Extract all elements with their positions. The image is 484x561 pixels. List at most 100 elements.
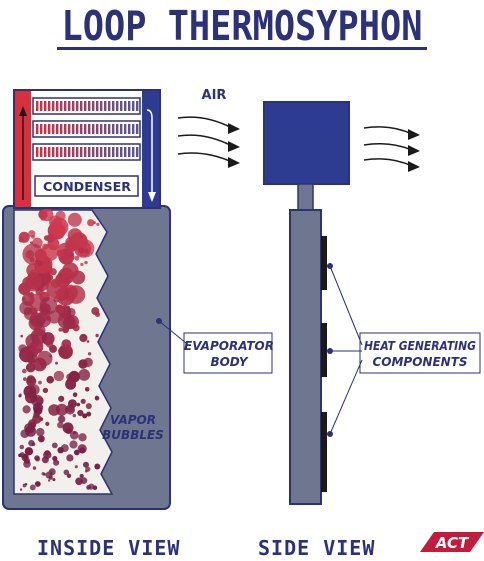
vapor-bubble: [57, 415, 66, 423]
condenser-fin: [56, 101, 59, 111]
condenser-fin: [112, 101, 115, 111]
condenser-fin: [104, 147, 107, 157]
vapor-bubble: [42, 243, 49, 250]
condenser-fin: [68, 124, 71, 134]
condenser-fin: [84, 101, 87, 111]
condenser-fin: [100, 124, 103, 134]
vapor-bubble: [79, 235, 84, 239]
condenser-fin: [56, 124, 59, 134]
condenser-fin: [40, 147, 43, 157]
condenser-fin: [68, 147, 71, 157]
condenser-fin: [80, 147, 83, 157]
condenser-fin: [112, 147, 115, 157]
condenser-fin: [40, 124, 43, 134]
condenser-fin: [44, 101, 47, 111]
condenser-fin: [96, 101, 99, 111]
condenser-fin: [104, 124, 107, 134]
evaporator-label-line1: EVAPORATOR: [184, 339, 274, 353]
vapor-bubble: [18, 394, 22, 398]
heat-marker-dot: [327, 263, 333, 269]
vapor-bubble: [39, 437, 43, 442]
logo-red-mark: [420, 532, 484, 552]
vapor-bubbles: [18, 208, 101, 491]
heat-label-line2: COMPONENTS: [372, 355, 467, 369]
side-view-caption: SIDE VIEW: [258, 536, 376, 560]
condenser-fin: [72, 147, 75, 157]
vapor-bubble: [49, 268, 57, 276]
vapor-bubble: [57, 447, 64, 454]
vapor-bubble: [84, 248, 89, 254]
vapor-label-line2: BUBBLES: [102, 428, 164, 442]
vapor-bubble: [19, 452, 25, 458]
condenser-label-box: [34, 175, 139, 197]
air-arrow-icon: [228, 157, 240, 168]
vapor-bubble: [58, 344, 73, 360]
condenser-fin: [128, 101, 131, 111]
vapor-bubble: [84, 260, 88, 265]
condenser-fin: [136, 147, 139, 157]
condenser-fin: [44, 147, 47, 157]
return-flow-line: [146, 109, 153, 196]
vapor-bubble: [28, 230, 36, 238]
evaporator-leader-line: [158, 320, 187, 344]
heat-marker-dot: [327, 431, 333, 437]
condenser-fin: [56, 147, 59, 157]
vapor-bubble: [35, 456, 40, 462]
page-title: LOOP THERMOSYPHON: [61, 2, 423, 50]
vapor-bubble: [72, 413, 77, 418]
title-underline: [57, 47, 427, 50]
condenser-fin: [116, 124, 119, 134]
condenser-fin: [116, 147, 119, 157]
vapor-bubble: [58, 327, 63, 332]
vapor-bubble: [36, 427, 45, 437]
condenser-fin: [72, 124, 75, 134]
vapor-bubble: [55, 304, 64, 314]
vapor-bubble: [63, 469, 70, 476]
condenser-label: CONDENSER: [43, 180, 131, 194]
vapor-bubble: [33, 411, 40, 418]
condenser-fin: [64, 101, 67, 111]
heat-leader-lines: [329, 265, 363, 435]
condenser-fin: [136, 124, 139, 134]
vapor-bubble: [65, 378, 77, 390]
vapor-bubble: [23, 377, 27, 381]
condenser-fin: [116, 101, 119, 111]
condenser-fin: [80, 101, 83, 111]
condenser-fin: [76, 147, 79, 157]
air-arrow-icon: [408, 129, 420, 140]
vapor-bubble: [47, 479, 51, 482]
condenser-fin: [124, 101, 127, 111]
condenser-fin: [112, 124, 115, 134]
vapor-bubble: [32, 402, 44, 413]
condenser-fin: [48, 147, 51, 157]
vapor-bubble: [55, 361, 58, 365]
vapor-bubble: [69, 440, 78, 449]
vapor-bubble: [61, 339, 72, 349]
condenser-fin: [128, 147, 131, 157]
condenser-fin: [36, 124, 39, 134]
vapor-bubble: [95, 333, 99, 338]
air-arrow-icon: [408, 161, 420, 172]
side-evaporator-plate: [289, 209, 322, 505]
condenser-fins: [32, 97, 141, 161]
vapor-bubble: [52, 478, 56, 482]
condenser-fin: [48, 124, 51, 134]
vapor-bubble: [22, 297, 26, 301]
vapor-bubble: [83, 461, 89, 468]
air-arrow-icon: [408, 145, 420, 156]
vapor-bubble: [82, 413, 88, 419]
heat-marker-dot: [327, 348, 333, 354]
vapor-bubble: [87, 219, 95, 227]
vapor-bubble: [48, 468, 56, 476]
vapor-bubble: [58, 349, 61, 352]
vapor-bubble: [66, 285, 86, 304]
vapor-bubble: [46, 279, 66, 299]
vapor-bubble: [80, 262, 84, 267]
logo-text: ACT: [435, 534, 470, 552]
vapor-bubble: [79, 473, 84, 479]
vapor-bubble: [24, 308, 37, 321]
vapor-bubble: [80, 477, 88, 484]
condenser-fin: [120, 101, 123, 111]
vapor-bubble: [77, 444, 87, 454]
